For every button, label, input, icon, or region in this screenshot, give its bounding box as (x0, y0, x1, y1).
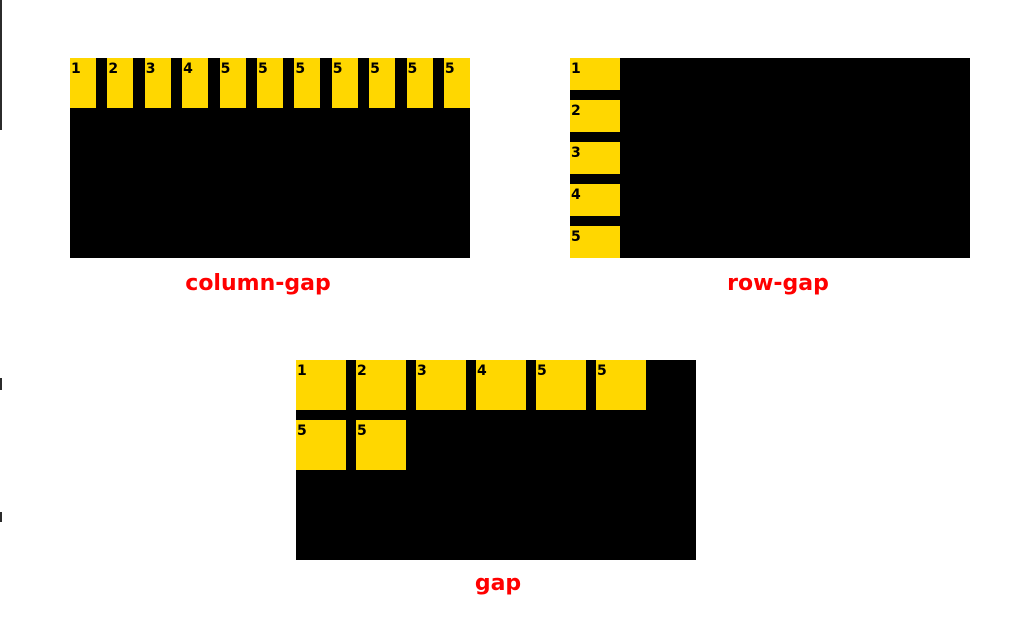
flex-item: 5 (443, 58, 470, 108)
flex-item: 2 (356, 360, 406, 410)
flex-item: 5 (369, 58, 396, 108)
row-gap-caption: row-gap (727, 271, 829, 296)
window-edge-line (0, 378, 2, 390)
gap-container: 1 2 3 4 5 5 5 5 (296, 360, 696, 560)
gap-caption: gap (474, 571, 522, 596)
flex-item: 1 (70, 58, 96, 108)
column-gap-caption: column-gap (185, 271, 331, 296)
flex-item: 5 (356, 420, 406, 470)
flex-item: 4 (476, 360, 526, 410)
flex-item: 5 (294, 58, 321, 108)
flex-item: 5 (296, 420, 346, 470)
row-gap-container: 1 2 3 4 5 (570, 58, 970, 258)
flex-item: 5 (331, 58, 358, 108)
flex-item: 5 (570, 226, 620, 258)
flex-item: 5 (256, 58, 283, 108)
flex-item: 1 (296, 360, 346, 410)
window-edge-line (0, 0, 2, 130)
flex-item: 2 (570, 100, 620, 132)
flex-item: 5 (406, 58, 433, 108)
flex-item: 3 (570, 142, 620, 174)
flex-item: 5 (596, 360, 646, 410)
window-edge-line (0, 512, 2, 522)
flex-item: 5 (536, 360, 586, 410)
flex-item: 3 (144, 58, 171, 108)
flex-item: 1 (570, 58, 620, 90)
flex-item: 5 (219, 58, 246, 108)
flex-item: 4 (570, 184, 620, 216)
flex-item: 2 (107, 58, 134, 108)
flex-item: 4 (182, 58, 209, 108)
column-gap-container: 1 2 3 4 5 5 5 5 5 5 5 (70, 58, 470, 258)
flex-item: 3 (416, 360, 466, 410)
